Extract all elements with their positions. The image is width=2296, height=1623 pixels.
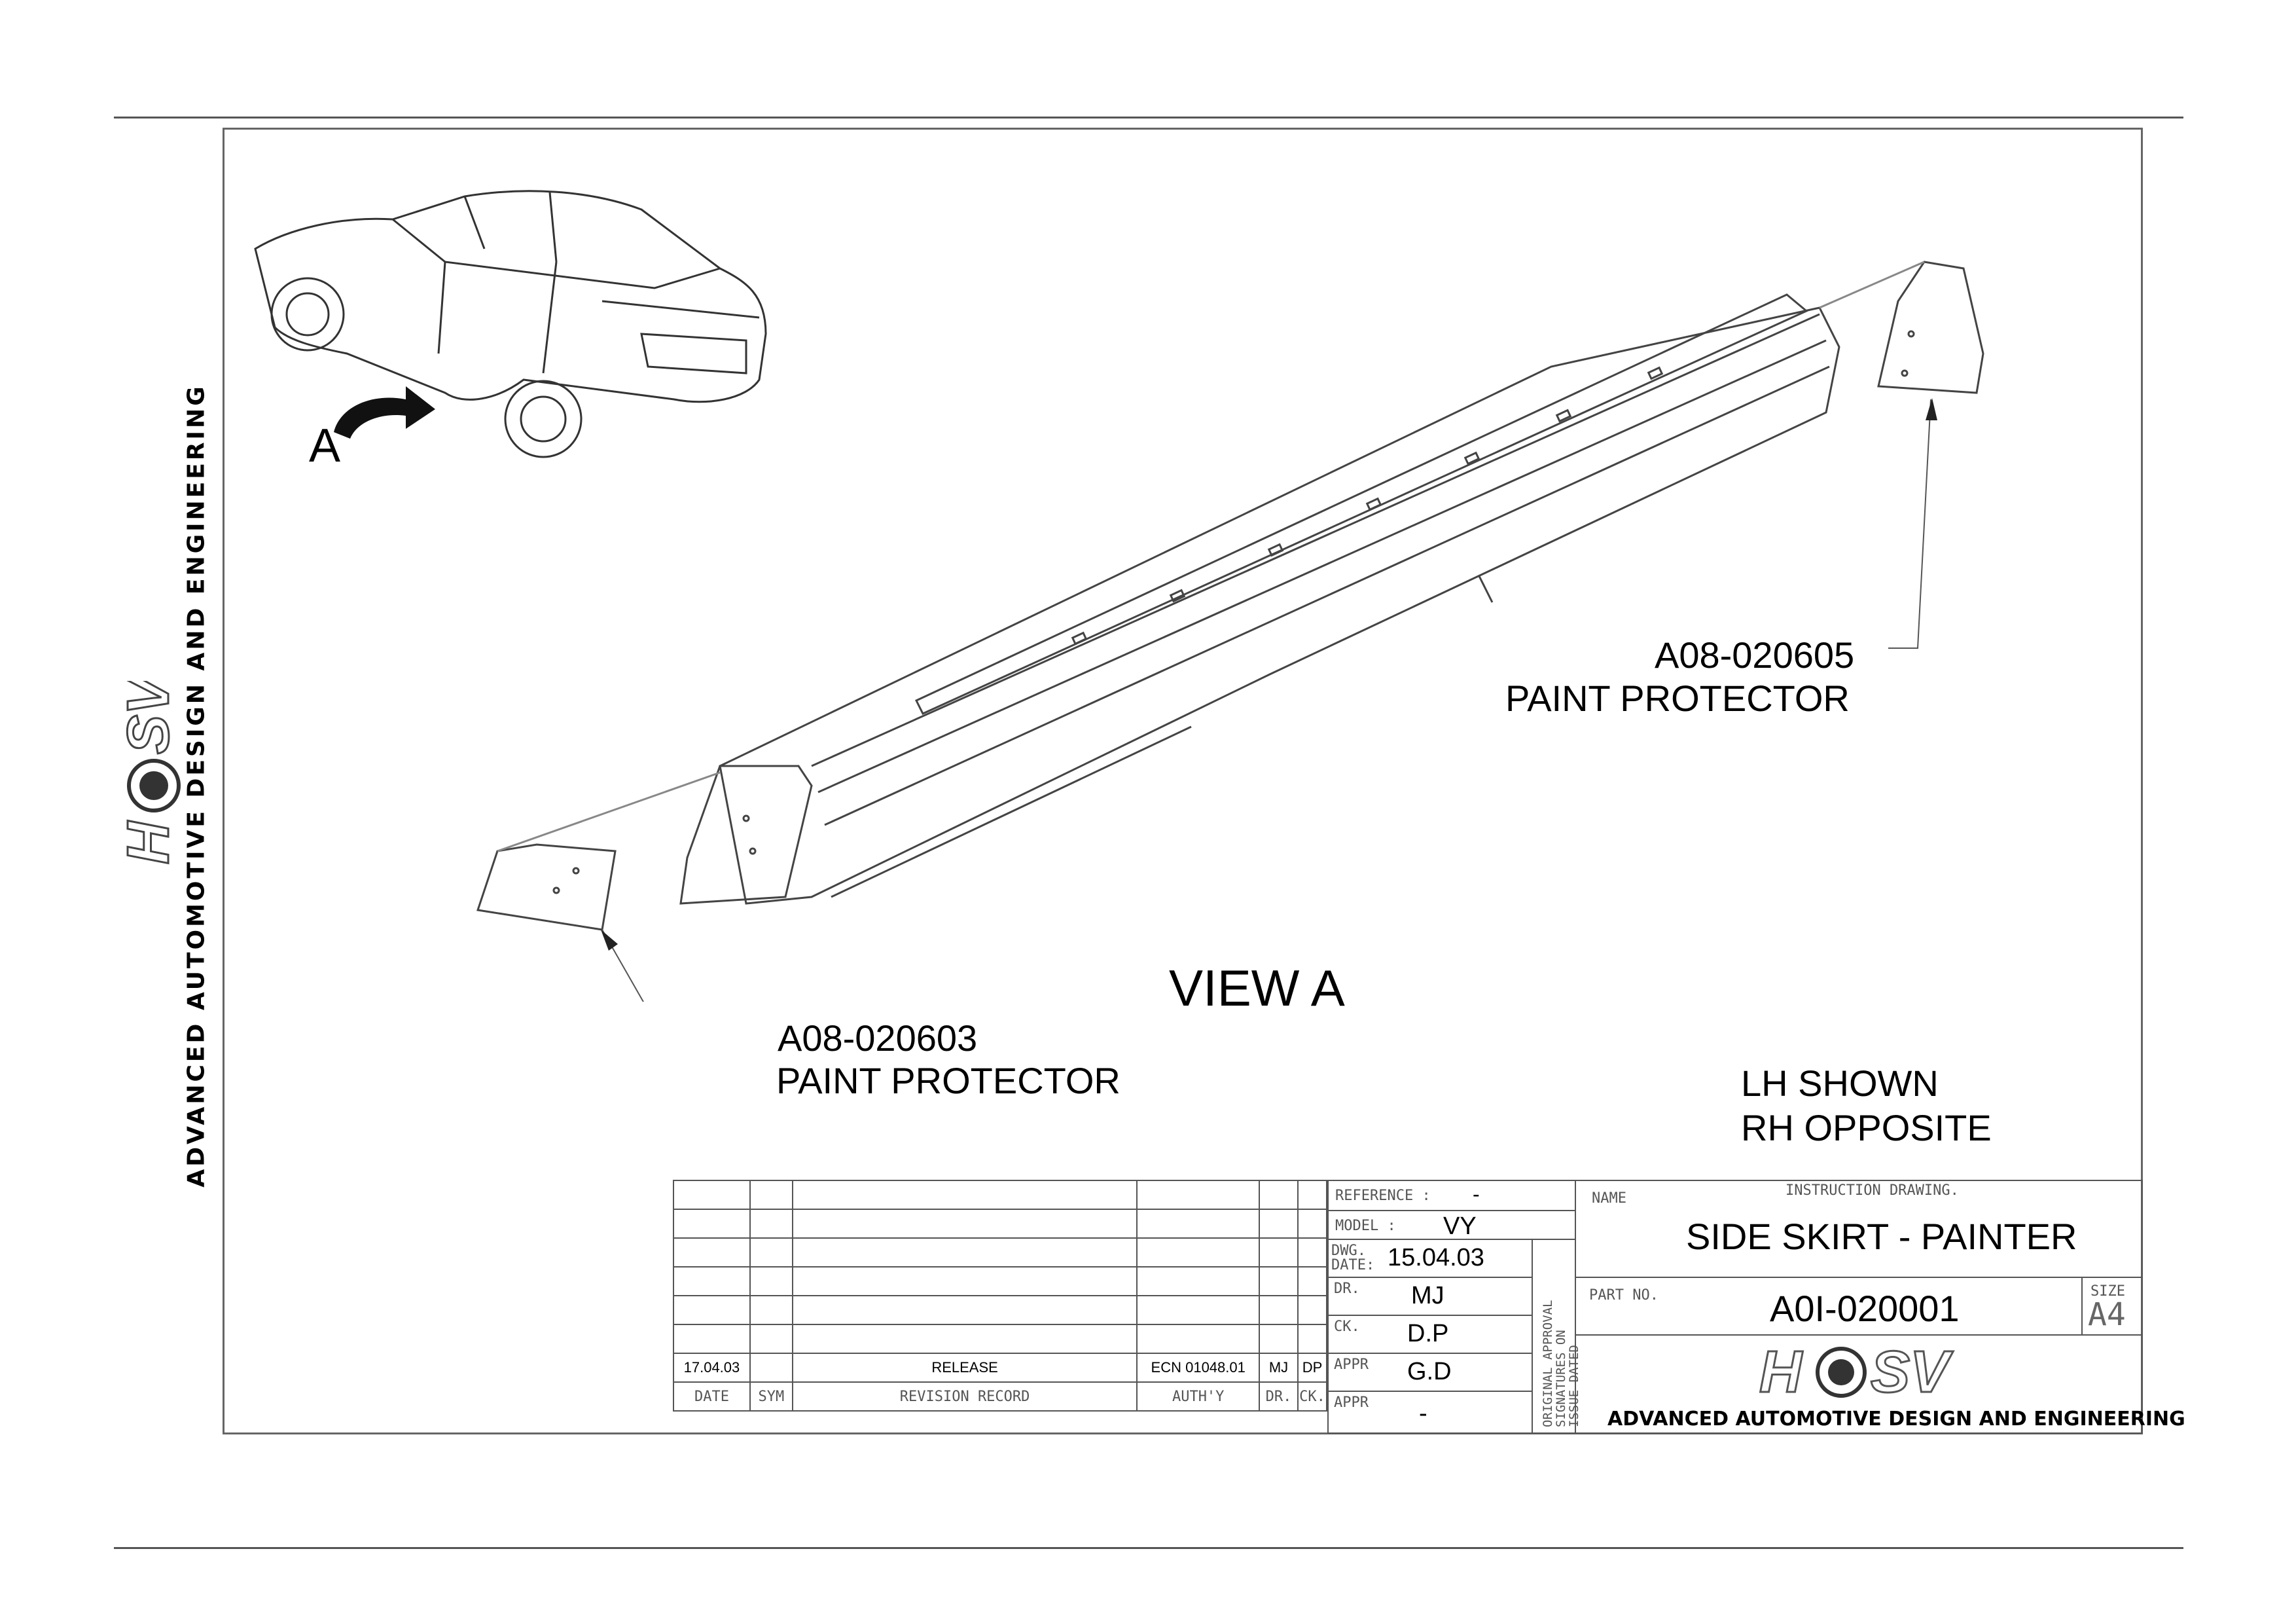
car-illustration bbox=[254, 190, 767, 458]
bottom-rule bbox=[114, 1547, 2183, 1549]
hdr-dr: DR. bbox=[1259, 1381, 1299, 1412]
approvals-block: REFERENCE : - MODEL : VY DWG. DATE: 15.0… bbox=[1327, 1180, 1581, 1434]
callout-left-part-no: A08-020603 bbox=[778, 1017, 978, 1059]
company-name: ADVANCED AUTOMOTIVE DESIGN AND ENGINEERI… bbox=[1607, 1408, 2185, 1431]
appr1-value: G.D bbox=[1407, 1358, 1452, 1385]
revision-row: 17.04.03 RELEASE ECN 01048.01 MJ DP bbox=[673, 1353, 1328, 1383]
dwg-label-2: DATE: bbox=[1331, 1257, 1375, 1273]
dwg-date-value: 15.04.03 bbox=[1388, 1244, 1484, 1271]
vertical-note-1: ORIGINAL APPROVAL bbox=[1541, 1300, 1555, 1427]
revision-table: 17.04.03 RELEASE ECN 01048.01 MJ DP DATE… bbox=[673, 1180, 1328, 1412]
reference-label: REFERENCE : bbox=[1335, 1188, 1431, 1204]
callout-right-desc: PAINT PROTECTOR bbox=[1505, 678, 1850, 719]
hsv-logo-side: H SV bbox=[118, 681, 183, 866]
model-label: MODEL : bbox=[1335, 1218, 1396, 1234]
size-value: A4 bbox=[2088, 1296, 2126, 1333]
rev-ck: DP bbox=[1297, 1353, 1328, 1383]
name-label: NAME bbox=[1592, 1190, 1626, 1207]
hdr-record: REVISION RECORD bbox=[791, 1381, 1138, 1412]
part-no-label: PART NO. bbox=[1589, 1287, 1659, 1304]
appr1-label: APPR bbox=[1334, 1357, 1369, 1373]
drawing-type: INSTRUCTION DRAWING. bbox=[1785, 1182, 1959, 1199]
callout-left-desc: PAINT PROTECTOR bbox=[776, 1060, 1121, 1101]
svg-text:SV: SV bbox=[1871, 1340, 1954, 1404]
side-skirt-drawing bbox=[476, 261, 1984, 1002]
top-rule bbox=[114, 117, 2183, 119]
part-no-value: A0I-020001 bbox=[1770, 1288, 1960, 1329]
reference-value: - bbox=[1473, 1182, 1480, 1206]
svg-text:SV: SV bbox=[118, 681, 181, 754]
rev-record: RELEASE bbox=[791, 1353, 1138, 1383]
rev-auth: ECN 01048.01 bbox=[1136, 1353, 1261, 1383]
dr-value: MJ bbox=[1411, 1282, 1444, 1309]
view-arrow-label: A bbox=[309, 420, 341, 472]
appr2-value: - bbox=[1419, 1400, 1427, 1427]
dr-label: DR. bbox=[1334, 1281, 1360, 1297]
size-label: SIZE bbox=[2090, 1283, 2125, 1300]
dwg-label-1: DWG. bbox=[1331, 1243, 1366, 1259]
rev-sym bbox=[749, 1353, 793, 1383]
revision-header-row: DATE SYM REVISION RECORD AUTH'Y DR. CK. bbox=[673, 1381, 1328, 1412]
hdr-sym: SYM bbox=[749, 1381, 793, 1412]
svg-text:H: H bbox=[1759, 1340, 1803, 1404]
rev-date: 17.04.03 bbox=[673, 1353, 751, 1383]
drawing-frame bbox=[223, 128, 2143, 1434]
rev-dr: MJ bbox=[1259, 1353, 1299, 1383]
hsv-logo-title: H SV bbox=[1759, 1339, 1955, 1404]
view-arrow bbox=[334, 386, 435, 439]
note-lh-shown: LH SHOWN bbox=[1741, 1063, 1939, 1104]
vertical-note-2: SIGNATURES ON bbox=[1554, 1330, 1568, 1427]
callout-right-part-no: A08-020605 bbox=[1655, 634, 1855, 676]
title-block: NAME INSTRUCTION DRAWING. SIDE SKIRT - P… bbox=[1575, 1180, 2185, 1434]
svg-text:H: H bbox=[118, 820, 181, 864]
view-title: VIEW A bbox=[1169, 959, 1345, 1017]
model-value: VY bbox=[1443, 1213, 1477, 1240]
ck-label: CK. bbox=[1334, 1319, 1360, 1335]
appr2-label: APPR bbox=[1334, 1395, 1369, 1411]
hdr-ck: CK. bbox=[1297, 1381, 1328, 1412]
note-rh-opposite: RH OPPOSITE bbox=[1741, 1107, 1992, 1148]
hdr-date: DATE bbox=[673, 1381, 751, 1412]
drawing-title: SIDE SKIRT - PAINTER bbox=[1686, 1216, 2077, 1257]
hdr-auth: AUTH'Y bbox=[1136, 1381, 1261, 1412]
ck-value: D.P bbox=[1407, 1320, 1449, 1347]
approval-vertical-note: ORIGINAL APPROVAL SIGNATURES ON ISSUE DA… bbox=[1535, 1243, 1581, 1432]
